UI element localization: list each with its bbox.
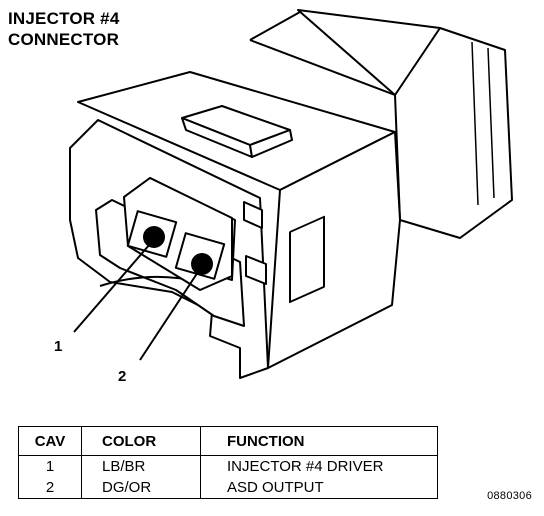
housing-side (267, 131, 401, 369)
boot-shading (471, 41, 495, 206)
frame-clip-bottom (245, 255, 267, 285)
cell-cav: 1 (18, 455, 82, 477)
header-color: COLOR (81, 426, 201, 456)
cell-color: LB/BR (81, 455, 201, 477)
cell-color: DG/OR (81, 477, 201, 499)
table-row: 2 DG/OR ASD OUTPUT (18, 477, 438, 499)
title-line-2: CONNECTOR (8, 30, 120, 49)
leader-line-1 (73, 243, 151, 333)
connector-boot (297, 9, 513, 239)
side-window (289, 215, 325, 304)
pinout-table: CAV COLOR FUNCTION 1 LB/BR INJECTOR #4 D… (18, 426, 438, 499)
pin-2 (191, 253, 213, 275)
cell-function: ASD OUTPUT (200, 477, 438, 499)
callout-1: 1 (54, 338, 63, 355)
table-header-row: CAV COLOR FUNCTION (18, 426, 438, 456)
boot-edge (249, 11, 441, 96)
table-row: 1 LB/BR INJECTOR #4 DRIVER (18, 455, 438, 477)
connector-illustration (69, 9, 513, 379)
header-cav: CAV (18, 426, 82, 456)
pin-1 (143, 226, 165, 248)
diagram-title: INJECTOR #4 CONNECTOR (8, 8, 119, 50)
header-function: FUNCTION (200, 426, 438, 456)
latch-side (249, 129, 293, 158)
title-line-1: INJECTOR #4 (8, 9, 120, 28)
cell-cav: 2 (18, 477, 82, 499)
frame-clip-top (243, 201, 263, 229)
figure-code: 0880306 (487, 490, 532, 502)
callout-2: 2 (118, 368, 127, 385)
cell-function: INJECTOR #4 DRIVER (200, 455, 438, 477)
leader-line-2 (139, 271, 199, 361)
